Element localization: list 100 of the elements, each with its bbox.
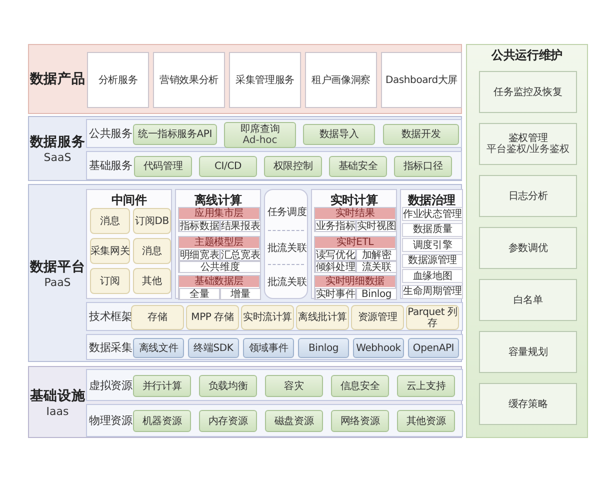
group-header: 应用集市层: [193, 208, 244, 219]
box-label: 信息安全: [340, 380, 380, 392]
box-label: 实时事件: [316, 288, 356, 300]
layer-panel: [28, 184, 462, 362]
group-header: 实时ETL: [336, 237, 375, 248]
service-row: [86, 119, 462, 148]
box-label: 磁盘资源: [274, 416, 314, 426]
component-chip: [296, 305, 349, 330]
box-label: MPP 存储: [191, 312, 234, 323]
panel-title: 实时计算: [329, 192, 379, 208]
box-label: 参数调优: [508, 242, 548, 254]
box-label: 流关联: [362, 262, 392, 272]
module-panel: [86, 189, 172, 299]
subtitle: SaaS: [44, 151, 72, 164]
box-label: 领域事件: [248, 342, 288, 354]
box-label: 内存资源: [208, 416, 248, 426]
service-row: [86, 151, 462, 180]
box-label: 机器资源: [142, 416, 182, 426]
service-chip: [397, 410, 455, 432]
panel-title: 离线计算: [193, 192, 243, 208]
operations-item: [479, 383, 577, 425]
service-row: [86, 404, 463, 437]
box-label: 分析服务: [98, 74, 138, 86]
box-label: 终端SDK: [194, 342, 234, 354]
service-chip: [265, 375, 323, 397]
box-label: 并行计算: [142, 380, 182, 392]
table-cell: [356, 249, 397, 261]
box-label: 消息: [100, 216, 120, 226]
box-label: 订阅DB: [135, 216, 169, 226]
component-chip: [90, 268, 130, 294]
service-chip: [134, 156, 192, 177]
box-label: 生命周期管理: [403, 286, 462, 297]
box-label: 实时视图: [356, 220, 396, 232]
service-row: [86, 369, 463, 401]
source-chip: [133, 338, 184, 358]
module-panel: [175, 189, 261, 299]
table-cell: [179, 261, 261, 273]
box-label: 数据质量: [412, 224, 452, 235]
box-label: 租户画像洞察: [312, 74, 370, 86]
layer-title: 数据服务: [30, 133, 86, 151]
box-label: 白名单: [513, 294, 543, 306]
component-chip: [131, 305, 184, 330]
box-label: 存储: [148, 312, 168, 323]
box-label: 鉴权管理: [508, 133, 548, 144]
operations-panel: [466, 44, 588, 438]
service-row: [86, 302, 463, 331]
component-chip: [133, 238, 171, 264]
subtitle: 平台鉴权/业务鉴权: [486, 144, 570, 155]
panel-title: 中间件: [110, 192, 148, 209]
service-chip: [133, 410, 191, 432]
box-label: OpenAPI: [412, 342, 454, 354]
table-cell: [356, 288, 397, 300]
governance-item: [402, 269, 463, 283]
operations-item: [479, 279, 577, 321]
operations-item: [479, 175, 577, 217]
box-label: 实时流计算: [242, 312, 292, 323]
data-layer-group: [178, 275, 260, 300]
box-label: 数据导入: [319, 129, 359, 140]
data-layer-group: [314, 207, 396, 232]
box-label: 网络资源: [340, 416, 380, 426]
row-label: 物理资源: [89, 413, 132, 428]
product-box: [87, 52, 149, 108]
box-label: 资源管理: [358, 312, 398, 323]
box-label: 容量规划: [508, 346, 548, 358]
service-chip: [265, 410, 323, 432]
operations-item: [479, 331, 577, 373]
box-label: Parquet 列存: [407, 306, 458, 328]
box-label: 日志分析: [508, 190, 548, 202]
service-chip: [331, 410, 389, 432]
component-chip: [241, 305, 294, 330]
box-label: 云上支持: [406, 380, 446, 392]
box-label: 缓存策略: [508, 398, 548, 410]
source-chip: [353, 338, 404, 358]
service-chip: [133, 375, 191, 397]
governance-item: [402, 254, 463, 268]
component-chip: [90, 238, 130, 264]
box-label: 即席查询: [240, 124, 280, 135]
component-chip: [133, 268, 171, 294]
row-label: 虚拟资源: [89, 378, 132, 392]
operations-item: [479, 227, 577, 269]
box-label: 批流关联: [267, 276, 307, 288]
component-chip: [133, 208, 171, 234]
box-label: 营销效果分析: [160, 74, 218, 86]
box-label: 离线批计算: [298, 312, 347, 323]
source-chip: [298, 338, 349, 358]
service-chip: [199, 156, 257, 177]
box-label: CI/CD: [214, 161, 242, 172]
table-cell: [356, 261, 397, 273]
service-chip: [394, 156, 452, 177]
layer-title: 数据平台: [30, 258, 86, 276]
service-chip: [199, 375, 257, 397]
box-label: 容灾: [284, 380, 304, 392]
operations-item: [479, 71, 577, 113]
box-label: 汇总宽表: [220, 250, 260, 260]
box-label: 加解密: [362, 250, 392, 260]
box-label: 代码管理: [143, 161, 183, 172]
scheduling-panel: [264, 189, 308, 299]
subtitle: PaaS: [44, 276, 71, 288]
box-label: 增量: [230, 288, 250, 300]
data-layer-group: [314, 236, 396, 273]
